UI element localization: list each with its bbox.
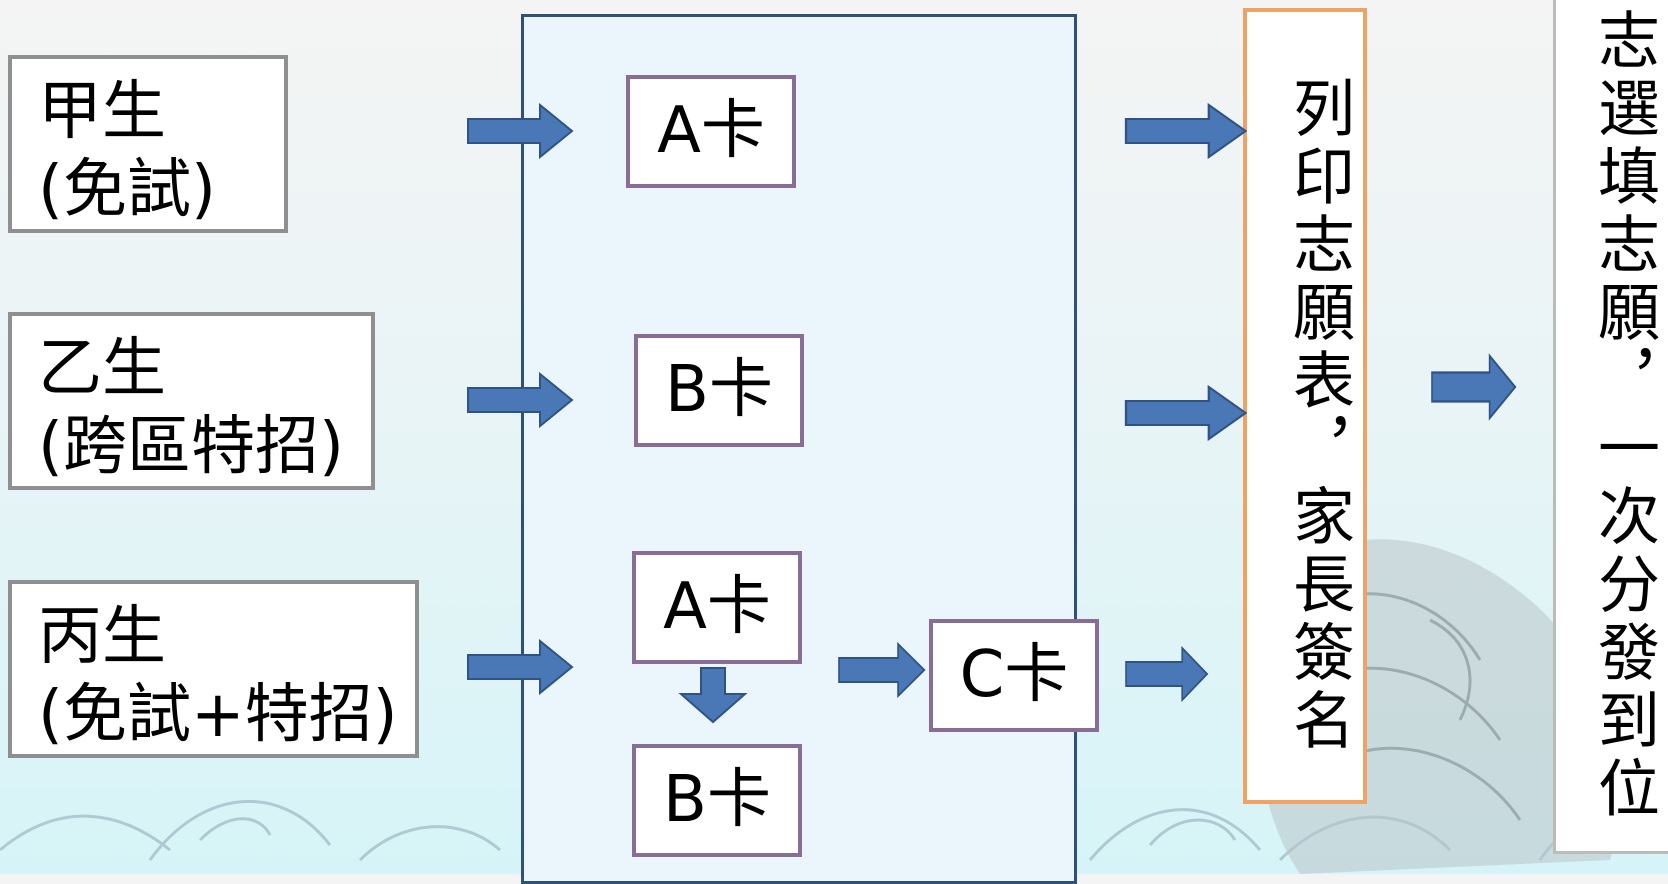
student-box-yi: 乙生 (跨區特招) xyxy=(8,312,375,490)
print-form-step: 列印志願表，家長簽名 xyxy=(1243,8,1367,804)
arrow-right-icon xyxy=(467,104,573,158)
student-note: (免試+特招) xyxy=(38,678,398,753)
arrow-right-icon xyxy=(1124,385,1247,441)
arrow-right-icon xyxy=(1125,647,1209,701)
arrow-down-icon xyxy=(678,667,748,724)
card-c: C卡 xyxy=(929,619,1099,732)
student-name: 甲生 xyxy=(38,75,166,149)
student-box-jia: 甲生 (免試) xyxy=(8,55,288,233)
arrow-right-icon xyxy=(467,373,573,427)
arrow-right-icon xyxy=(1430,354,1517,420)
card-a-top: A卡 xyxy=(626,75,796,188)
student-name: 乙生 xyxy=(38,332,166,406)
arrow-right-icon xyxy=(467,640,573,694)
card-b-bottom: B卡 xyxy=(632,744,802,857)
student-note: (跨區特招) xyxy=(38,410,344,485)
arrow-right-icon xyxy=(1124,103,1247,159)
card-a-bottom: A卡 xyxy=(632,551,802,664)
student-name: 丙生 xyxy=(38,600,166,674)
card-b-middle: B卡 xyxy=(634,334,804,447)
student-note: (免試) xyxy=(38,153,216,228)
student-box-bing: 丙生 (免試+特招) xyxy=(8,580,419,758)
arrow-right-icon xyxy=(838,643,926,697)
fill-preferences-step: 志選填志願，一次分發到位 xyxy=(1553,0,1668,854)
